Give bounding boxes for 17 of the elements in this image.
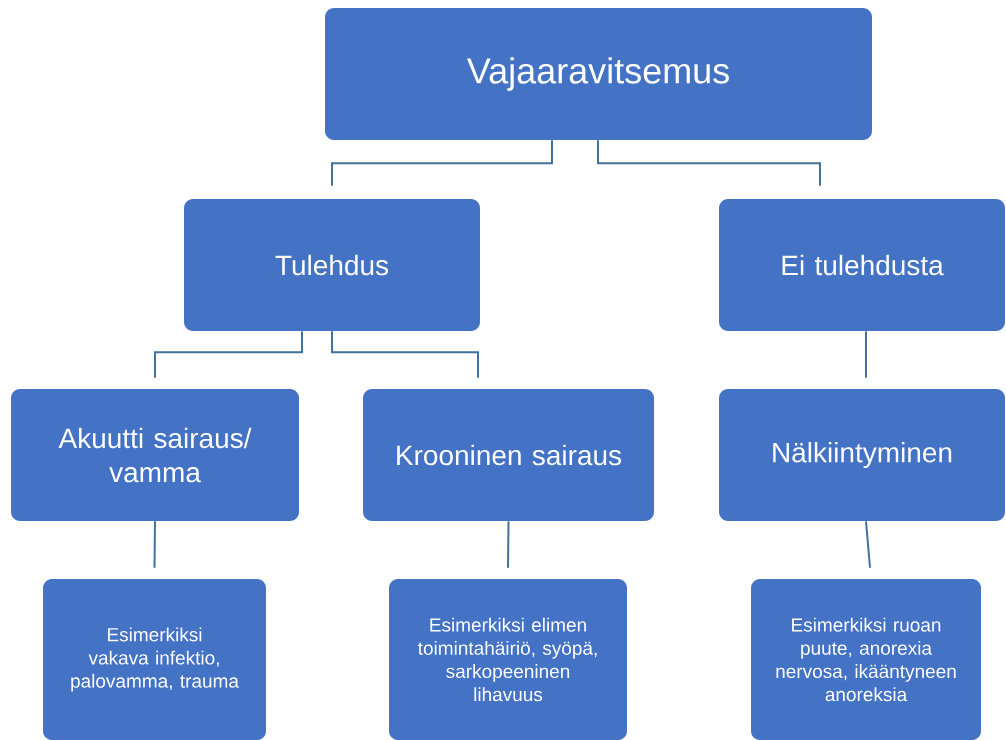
connector-line: [331, 330, 479, 379]
category-box: Ei tulehdusta: [719, 199, 1005, 331]
category-box: Krooninen sairaus: [363, 389, 654, 521]
connector-line: [154, 330, 303, 379]
category-box: Nälkiintyminen: [719, 389, 1005, 521]
example-box: Esimerkiksi elimen toimintahäiriö, syöpä, sarkopeeninen lihavuus: [389, 579, 627, 740]
title-box: Vajaaravitsemus: [325, 8, 872, 140]
connector-line: [507, 520, 510, 569]
category-box: Akuutti sairaus/ vamma: [11, 389, 299, 521]
connector-line: [865, 520, 871, 569]
example-box: Esimerkiksi ruoan puute, anorexia nervosa, ikääntyneen anoreksia: [751, 579, 981, 740]
connector-line: [865, 330, 867, 379]
example-box: Esimerkiksi vakava infektio, palovamma, trauma: [43, 579, 266, 740]
connector-line: [597, 139, 821, 187]
connector-line: [331, 139, 553, 187]
connector-line: [153, 520, 156, 569]
category-box: Tulehdus: [184, 199, 480, 331]
